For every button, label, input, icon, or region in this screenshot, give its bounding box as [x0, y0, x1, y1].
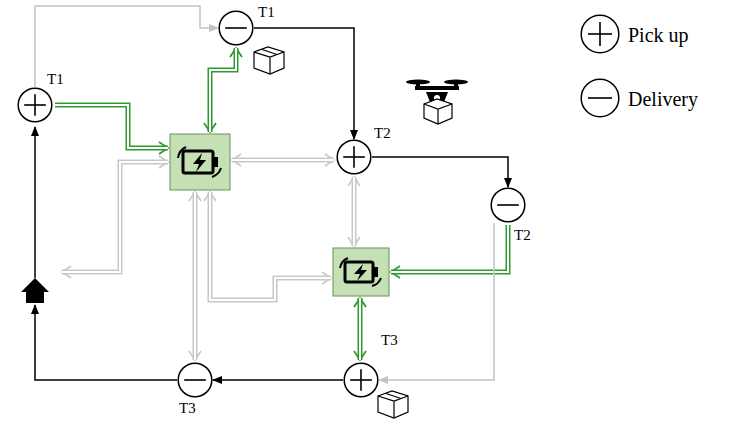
- legend-text: Pick up: [628, 23, 689, 47]
- route-arrow: [213, 379, 343, 381]
- task-label: T3: [179, 400, 196, 416]
- task-label: T1: [47, 71, 64, 87]
- task-label: T2: [374, 125, 391, 141]
- legend-symbol: [580, 14, 620, 54]
- parcel-icon: [378, 391, 408, 418]
- drone-icon: [406, 80, 468, 125]
- legend-text: Delivery: [628, 87, 698, 111]
- pickup-circle: [17, 87, 53, 123]
- pickup-circle: [336, 139, 372, 175]
- route-arrow: [379, 223, 494, 380]
- depot-route: [35, 127, 177, 380]
- delivery-node: T3: [177, 362, 213, 398]
- delivery-circle: [490, 187, 526, 223]
- delivery-node: T1: [218, 10, 254, 46]
- route-arrow: [372, 157, 508, 187]
- route-arrow: [35, 6, 218, 87]
- pickup-node: T3: [343, 362, 379, 398]
- delivery-circle: [177, 362, 213, 398]
- delivery-node: T2: [490, 187, 526, 223]
- home-icon: [21, 278, 49, 303]
- parcel-icon: [254, 47, 284, 74]
- pickup-circle: [343, 362, 379, 398]
- charging-station: [170, 134, 230, 190]
- delivery-circle: [218, 10, 254, 46]
- pickup-node: T2: [336, 139, 372, 175]
- charging-choice: [55, 48, 508, 360]
- route-arrow: [254, 28, 354, 139]
- charging-station: [333, 248, 389, 296]
- task-label: T3: [381, 332, 398, 348]
- task-label: T1: [258, 4, 275, 20]
- task-label: T2: [514, 227, 531, 243]
- legend-symbol: [580, 78, 620, 118]
- pickup-node: T1: [17, 87, 53, 123]
